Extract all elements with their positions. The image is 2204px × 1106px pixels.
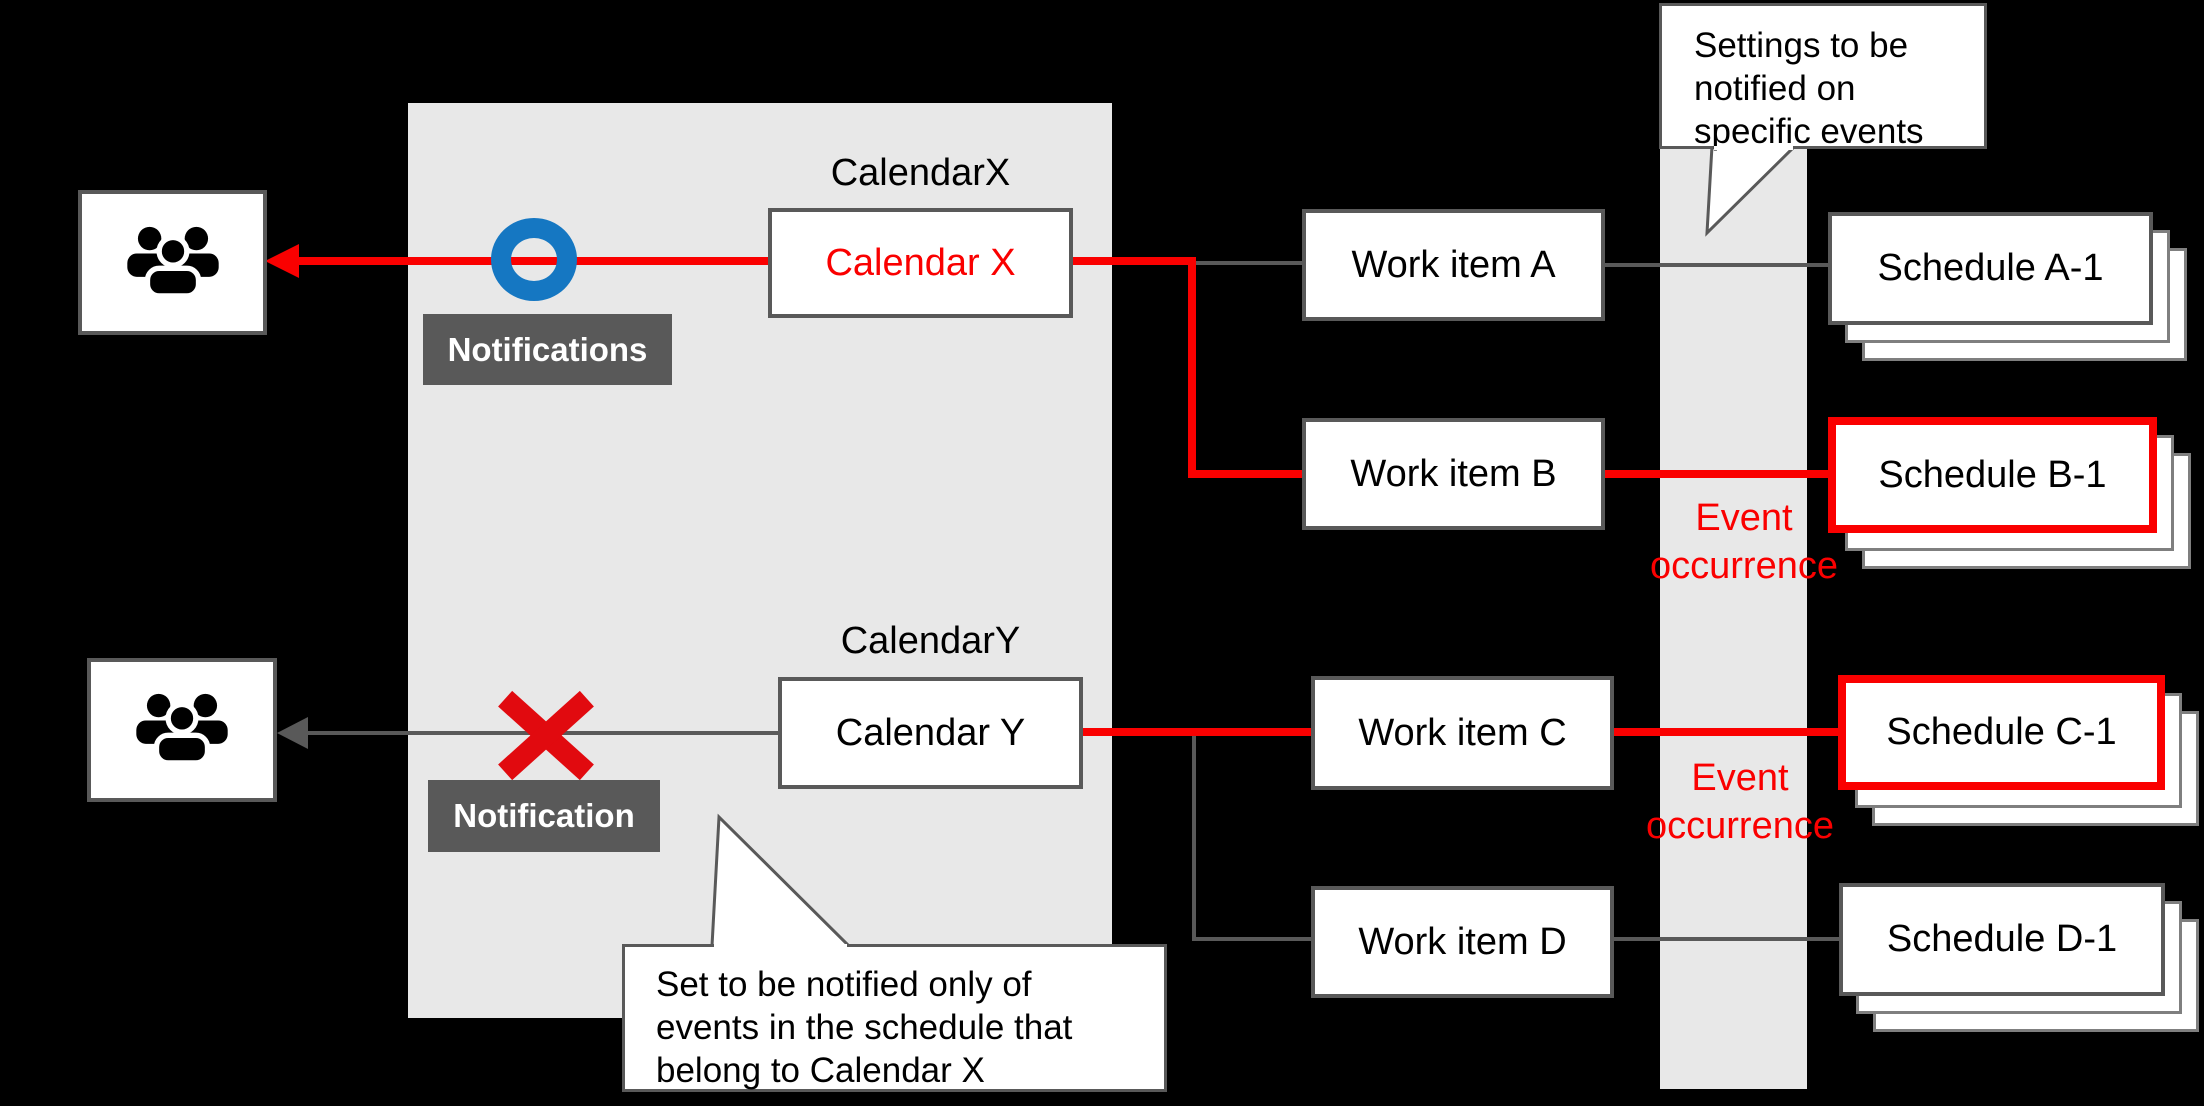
people-group-1 [78, 190, 267, 335]
notifications-badge-label: Notifications [447, 330, 648, 368]
callout-line: Set to be notified only of [656, 965, 1032, 1004]
work-item-a-label: Work item A [1351, 243, 1556, 286]
event-band [1660, 148, 1807, 1089]
calendar-x-box: Calendar X [768, 208, 1073, 318]
gray-arrowhead-icon [277, 717, 308, 749]
work-item-d-label: Work item D [1358, 920, 1567, 963]
people-group-2 [87, 658, 277, 802]
schedule-a-box: Schedule A-1 [1828, 212, 2153, 325]
calendar-x-title: CalendarX [830, 152, 1011, 194]
schedule-b-label: Schedule B-1 [1878, 453, 2107, 496]
red-arrowhead-icon [265, 244, 299, 278]
schedule-a-stack: Schedule A-1 [1828, 212, 2204, 412]
callout-settings: Settings to be notified on specific even… [1659, 3, 1987, 151]
work-item-b-label: Work item B [1350, 452, 1557, 495]
callout-line: notified on [1694, 69, 1856, 108]
schedule-d-box: Schedule D-1 [1839, 883, 2165, 996]
connector-branch-to-work-d [1192, 937, 1313, 941]
schedule-b-stack: Schedule B-1 [1828, 417, 2204, 617]
schedule-d-stack: Schedule D-1 [1839, 883, 2204, 1083]
connector-work-b-to-schedule-b [1603, 470, 1832, 478]
event-occurrence-text-b: Event occurrence [1634, 494, 1854, 590]
connector-branch-vertical-d [1192, 733, 1196, 939]
callout-line: belong to Calendar X [656, 1051, 985, 1090]
schedule-a-label: Schedule A-1 [1877, 247, 2104, 289]
connector-work-a-to-schedule-a [1603, 263, 1830, 267]
calendar-y-label: Calendar Y [835, 711, 1026, 754]
schedule-c-stack: Schedule C-1 [1838, 675, 2204, 875]
schedule-b-box: Schedule B-1 [1828, 417, 2157, 533]
callout-top-tail-base [1714, 146, 1793, 150]
connector-work-d-to-schedule-d [1612, 937, 1841, 941]
connector-calendar-x-right [1071, 257, 1196, 265]
work-item-c-label: Work item C [1358, 711, 1567, 754]
connector-calendar-y-to-people [300, 731, 1082, 735]
notifications-badge: Notifications [423, 314, 672, 385]
work-item-d-box: Work item D [1311, 886, 1614, 998]
work-item-c-box: Work item C [1311, 676, 1614, 790]
callout-line: Settings to be [1694, 26, 1909, 65]
people-icon [126, 226, 219, 299]
callout-line: events in the schedule that [656, 1008, 1073, 1047]
work-item-a-box: Work item A [1302, 209, 1605, 321]
event-occurrence-text-c: Event occurrence [1630, 754, 1850, 850]
callout-line: specific events [1694, 112, 1924, 151]
schedule-c-box: Schedule C-1 [1838, 675, 2165, 790]
notification-badge-label: Notification [453, 797, 635, 834]
calendar-y-title: CalendarY [840, 620, 1021, 662]
event-line2: occurrence [1650, 545, 1838, 587]
connector-work-c-to-schedule-c [1612, 728, 1842, 736]
callout-set-notified: Set to be notified only of events in the… [622, 944, 1167, 1092]
work-item-b-box: Work item B [1302, 418, 1605, 530]
schedule-c-label: Schedule C-1 [1886, 711, 2117, 753]
event-line1: Event [1695, 497, 1793, 539]
people-icon [136, 693, 228, 766]
calendar-x-label: Calendar X [825, 241, 1016, 284]
notification-badge: Notification [428, 780, 660, 852]
event-line1: Event [1691, 757, 1789, 799]
connector-calendar-y-to-work-c [1080, 728, 1313, 736]
connector-elbow-to-work-a [1194, 261, 1304, 265]
connector-to-work-b [1188, 470, 1304, 478]
event-line2: occurrence [1646, 805, 1834, 847]
schedule-d-label: Schedule D-1 [1886, 918, 2118, 960]
connector-vertical-to-work-b [1188, 257, 1196, 478]
callout-bottom-tail-base [714, 944, 847, 948]
calendar-y-box: Calendar Y [778, 677, 1083, 789]
